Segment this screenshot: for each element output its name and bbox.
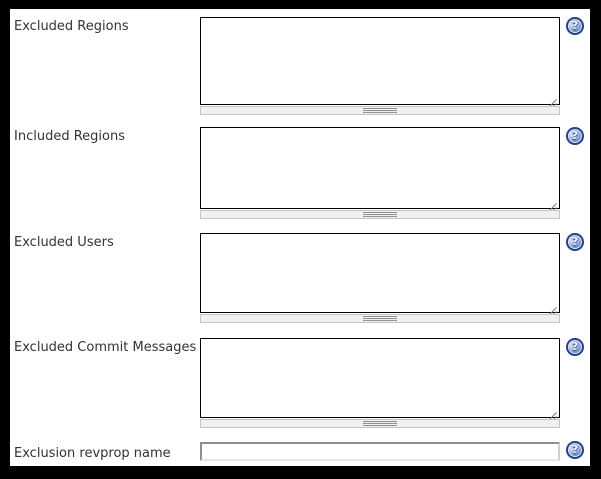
included-regions-textarea[interactable] <box>200 127 560 209</box>
drag-handle-grip-icon <box>363 316 397 321</box>
resize-grip-icon[interactable] <box>547 301 557 316</box>
excluded-users-textarea[interactable] <box>200 233 560 313</box>
exclusion-revprop-input[interactable] <box>200 442 560 461</box>
resize-grip-icon[interactable] <box>547 197 557 212</box>
excluded-users-field <box>200 233 560 323</box>
resize-grip-icon[interactable] <box>547 93 557 108</box>
resize-grip-icon[interactable] <box>547 406 557 421</box>
textarea-drag-handle[interactable] <box>200 106 560 115</box>
config-form-panel: Excluded Regions ? Included Regions ? Ex… <box>10 9 590 466</box>
excluded-regions-textarea[interactable] <box>200 17 560 105</box>
drag-handle-grip-icon <box>363 212 397 217</box>
included-regions-label: Included Regions <box>14 129 125 144</box>
included-regions-field <box>200 127 560 219</box>
excluded-users-label: Excluded Users <box>14 235 114 250</box>
help-icon[interactable]: ? <box>566 127 584 145</box>
excluded-commit-messages-textarea[interactable] <box>200 338 560 418</box>
textarea-drag-handle[interactable] <box>200 419 560 428</box>
exclusion-revprop-label: Exclusion revprop name <box>14 446 171 461</box>
drag-handle-grip-icon <box>363 108 397 113</box>
help-icon[interactable]: ? <box>566 17 584 35</box>
textarea-drag-handle[interactable] <box>200 314 560 323</box>
excluded-regions-field <box>200 17 560 115</box>
exclusion-revprop-field <box>200 442 560 461</box>
help-icon[interactable]: ? <box>566 441 584 459</box>
help-icon[interactable]: ? <box>566 233 584 251</box>
excluded-commit-messages-field <box>200 338 560 428</box>
excluded-commit-messages-label: Excluded Commit Messages <box>14 340 197 355</box>
drag-handle-grip-icon <box>363 421 397 426</box>
help-icon[interactable]: ? <box>566 338 584 356</box>
excluded-regions-label: Excluded Regions <box>14 19 129 34</box>
textarea-drag-handle[interactable] <box>200 210 560 219</box>
